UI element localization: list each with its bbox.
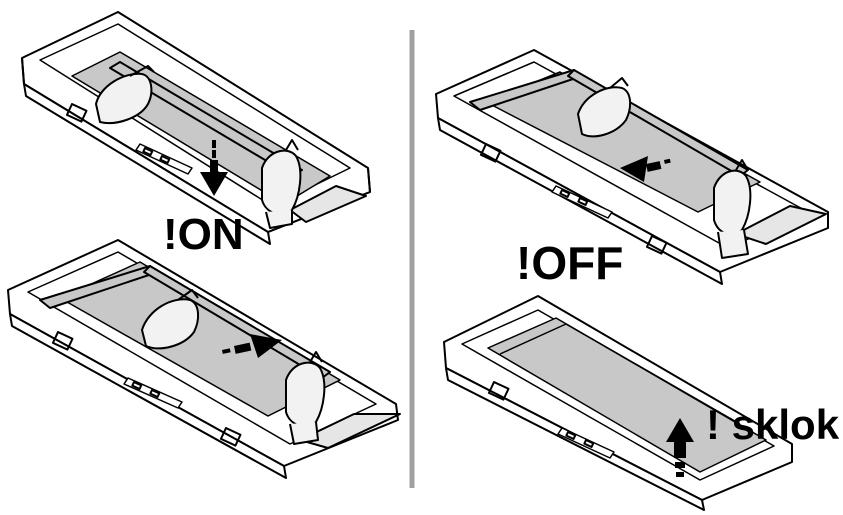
pull-out-tray	[299, 413, 401, 449]
control-panel	[557, 427, 615, 459]
lamp	[479, 143, 502, 163]
lamp	[487, 380, 510, 401]
lamp	[65, 103, 88, 123]
down-arrow-icon	[200, 140, 228, 196]
left-arrow-icon	[620, 156, 671, 182]
right-hand	[713, 169, 752, 236]
lamp	[219, 427, 242, 447]
hood-front-face	[23, 83, 271, 245]
label-off: !OFF	[516, 237, 624, 289]
control-panel	[551, 185, 613, 219]
right-hand	[285, 361, 326, 428]
panel-top-right	[435, 49, 829, 285]
left-hand	[95, 72, 153, 124]
right-arrow-icon	[222, 334, 282, 358]
label-sklok: ! sklok	[706, 401, 840, 448]
panel-bottom-right	[443, 295, 793, 511]
left-hand	[141, 298, 200, 350]
panel-top-left	[21, 11, 371, 245]
lamp	[645, 234, 668, 255]
label-on: !ON	[163, 210, 244, 259]
control-panel	[123, 377, 183, 409]
glass-panel	[487, 317, 767, 473]
lamp	[51, 330, 74, 351]
pull-out-tray	[289, 185, 367, 223]
right-hand	[261, 149, 302, 216]
filter-panel	[59, 261, 341, 417]
pull-out-tray	[735, 205, 827, 245]
pull-bar	[109, 61, 303, 177]
left-hand	[577, 86, 632, 138]
panel-bottom-left	[7, 239, 401, 479]
hood-front-face	[9, 313, 287, 479]
control-panel	[135, 143, 193, 175]
up-arrow-icon	[666, 418, 694, 477]
